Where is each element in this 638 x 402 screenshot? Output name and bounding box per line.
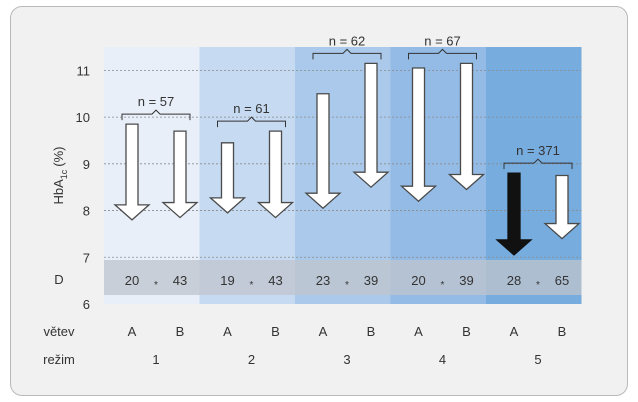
y-axis-label-sub: 1c <box>59 169 69 179</box>
y-axis-label: HbA1c (%) <box>51 146 69 204</box>
y-tick-label: 7 <box>83 250 90 265</box>
d-separator: * <box>250 280 254 291</box>
y-tick-label: 11 <box>77 63 91 78</box>
group-brace-4 <box>408 48 477 60</box>
arrow-1-A <box>113 123 151 221</box>
d-separator: * <box>154 280 158 291</box>
arrow-4-A <box>399 67 438 203</box>
arrow-4-B <box>447 62 486 191</box>
rezim-label: 3 <box>343 352 350 367</box>
d-separator: * <box>345 280 349 291</box>
y-tick-label: 9 <box>83 157 90 172</box>
arrow-2-B <box>256 130 295 219</box>
d-value: 23 <box>316 273 330 288</box>
vetev-label: A <box>128 324 137 339</box>
arrow-5-A <box>495 172 533 256</box>
y-tick-label: 8 <box>83 204 90 219</box>
d-value: 39 <box>364 273 378 288</box>
n-label: n = 67 <box>424 33 461 48</box>
arrow-5-B <box>543 174 581 240</box>
arrow-3-A <box>304 93 342 210</box>
vetev-label: B <box>558 324 567 339</box>
y-tick-label: 6 <box>83 297 90 312</box>
rezim-label: 1 <box>152 352 159 367</box>
arrow-1-B <box>161 130 199 219</box>
d-value: 20 <box>125 273 139 288</box>
vetev-label: A <box>223 324 232 339</box>
n-label: n = 57 <box>138 94 175 109</box>
arrow-2-A <box>208 142 247 214</box>
y-axis-label-unit: (%) <box>51 146 66 166</box>
d-value: 43 <box>173 273 187 288</box>
row-label-rezim: režim <box>43 352 75 367</box>
vetev-label: A <box>510 324 519 339</box>
d-separator: * <box>441 280 445 291</box>
n-label: n = 61 <box>233 101 270 116</box>
arrow-3-B <box>352 62 390 189</box>
row-label-vetev: větev <box>43 324 75 339</box>
rezim-label: 2 <box>248 352 255 367</box>
vetev-label: A <box>414 324 423 339</box>
group-brace-3 <box>312 48 382 60</box>
group-brace-5 <box>503 158 573 170</box>
vetev-label: B <box>176 324 185 339</box>
d-value: 28 <box>507 273 521 288</box>
y-tick-label: 10 <box>76 110 90 125</box>
n-label: n = 371 <box>516 143 560 158</box>
d-value: 65 <box>555 273 569 288</box>
rezim-label: 4 <box>439 352 446 367</box>
d-separator: * <box>536 280 540 291</box>
vetev-label: B <box>367 324 376 339</box>
y-axis-label-main: HbA <box>51 179 66 205</box>
d-band <box>104 260 582 295</box>
row-label-d: D <box>54 272 63 287</box>
group-brace-1 <box>121 109 191 121</box>
vetev-label: B <box>462 324 471 339</box>
vetev-label: A <box>319 324 328 339</box>
d-value: 20 <box>411 273 425 288</box>
group-brace-2 <box>217 116 286 128</box>
vetev-label: B <box>271 324 280 339</box>
d-value: 39 <box>459 273 473 288</box>
rezim-label: 5 <box>534 352 541 367</box>
n-label: n = 62 <box>329 33 366 48</box>
d-value: 43 <box>268 273 282 288</box>
d-value: 19 <box>220 273 234 288</box>
